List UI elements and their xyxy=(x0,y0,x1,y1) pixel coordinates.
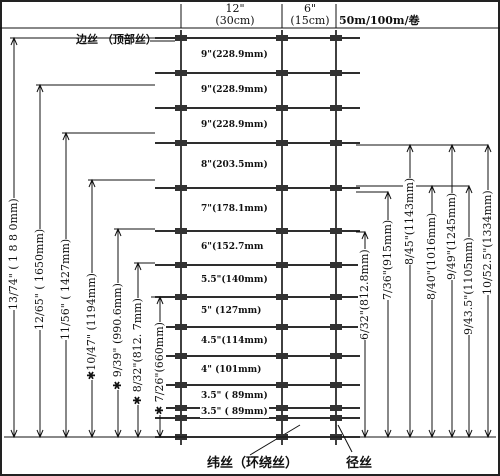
wire-spacing-label: 4" (101mm) xyxy=(200,364,263,376)
stay-wire-leader xyxy=(337,424,353,453)
wire-knot xyxy=(276,382,288,388)
wire-knot xyxy=(330,105,342,111)
wire-knot xyxy=(175,415,187,421)
dimension-arrow xyxy=(62,131,70,141)
wire-knot xyxy=(276,228,288,234)
wire-knot xyxy=(330,185,342,191)
wire-knot xyxy=(276,324,288,330)
wire-knot xyxy=(330,405,342,411)
dimension-arrow xyxy=(88,178,96,188)
left-height-label: 12/65" ( 1650mm) xyxy=(33,228,46,330)
wire-knot xyxy=(330,262,342,268)
wire-spacing-label: 9"(228.9mm) xyxy=(200,84,269,96)
wire-knot xyxy=(175,353,187,359)
wire-knot xyxy=(330,294,342,300)
left-height-label: ✱10/47" (1194mm) xyxy=(85,273,98,380)
right-height-label: 8/45"(1143mm) xyxy=(403,177,416,265)
wire-knot xyxy=(276,353,288,359)
dimension-arrow xyxy=(484,143,492,153)
wire-knot xyxy=(175,70,187,76)
wire-knot xyxy=(276,185,288,191)
wire-knot xyxy=(175,262,187,268)
dimension-arrow xyxy=(10,36,18,46)
wire-knot xyxy=(175,324,187,330)
wire-knot xyxy=(276,262,288,268)
wire-spacing-label: 6"(152.7mm xyxy=(200,242,265,253)
dimension-arrow xyxy=(134,261,142,271)
wire-spacing-label: 9"(228.9mm) xyxy=(200,49,269,61)
wire-spacing-label: 7"(178.1mm) xyxy=(200,203,269,215)
dimension-arrow xyxy=(114,227,122,237)
stay-wire-label: 径丝 xyxy=(346,456,373,471)
wire-knot xyxy=(175,105,187,111)
wire-knot xyxy=(276,140,288,146)
wire-knot xyxy=(330,70,342,76)
left-height-label: 13/74" ( 1 8 8 0mm) xyxy=(7,198,20,310)
dimension-arrow xyxy=(465,184,473,194)
right-height-label: 8/40"(1016mm) xyxy=(425,212,438,300)
left-height-label: ✱ 9/39" (990.6mm) xyxy=(111,283,124,390)
wire-knot xyxy=(175,185,187,191)
col2-cm-label: (15cm) xyxy=(290,14,330,27)
right-height-label: 7/36"(915mm) xyxy=(381,219,394,300)
wire-spacing-label: 8"(203.5mm) xyxy=(200,159,269,171)
dimension-arrow xyxy=(36,83,44,93)
left-height-label: ✱ 7/26"(660mm) xyxy=(153,322,166,415)
wire-spacing-label: 5" (127mm) xyxy=(200,306,263,317)
right-height-label: 9/49"(1245mm) xyxy=(445,192,458,280)
dimension-arrow xyxy=(156,295,164,305)
right-height-label: 10/52.5"(1334mm) xyxy=(481,190,494,295)
dimension-arrow xyxy=(361,230,369,240)
wire-knot xyxy=(276,415,288,421)
wire-knot xyxy=(175,140,187,146)
col1-inch-label: 12" xyxy=(225,2,245,15)
col1-cm-label: (30cm) xyxy=(215,14,255,27)
line-wire-label: 纬丝（环绕丝） xyxy=(207,456,299,471)
left-height-label: 11/56" ( 1427mm) xyxy=(59,238,72,340)
wire-spacing-label: 4.5"(114mm) xyxy=(200,335,269,347)
wire-knot xyxy=(175,35,187,41)
wire-knot xyxy=(175,405,187,411)
wire-knot xyxy=(175,228,187,234)
wire-knot xyxy=(276,405,288,411)
wire-knot xyxy=(175,294,187,300)
wire-knot xyxy=(330,35,342,41)
wire-knot xyxy=(330,324,342,330)
wire-spacing-label: 9"(228.9mm) xyxy=(200,119,269,131)
wire-spacing-label: 3.5" ( 89mm) xyxy=(200,407,269,418)
wire-knot xyxy=(330,415,342,421)
line-wire-leader xyxy=(249,424,301,456)
col2-inch-label: 6" xyxy=(303,2,317,15)
wire-spacing-label: 3.5" ( 89mm) xyxy=(200,390,269,402)
wire-knot xyxy=(276,70,288,76)
left-height-label: ✱ 8/32"(812. 7mm) xyxy=(131,298,144,405)
dimension-arrow xyxy=(384,190,392,200)
wire-knot xyxy=(276,294,288,300)
top-wire-label: 边丝 （顶部丝） xyxy=(76,33,157,46)
right-height-label: 9/43.5"(1105mm) xyxy=(462,237,475,335)
roll-length-label: 50m/100m/卷 xyxy=(339,14,420,27)
wire-spacing-label: 5.5"(140mm) xyxy=(200,275,269,286)
wire-knot xyxy=(330,382,342,388)
right-height-label: 6/32"(812.8mm) xyxy=(358,249,371,340)
wire-knot xyxy=(330,228,342,234)
wire-knot xyxy=(276,35,288,41)
wire-knot xyxy=(330,353,342,359)
wire-knot xyxy=(330,140,342,146)
wire-knot xyxy=(276,105,288,111)
wire-knot xyxy=(175,382,187,388)
